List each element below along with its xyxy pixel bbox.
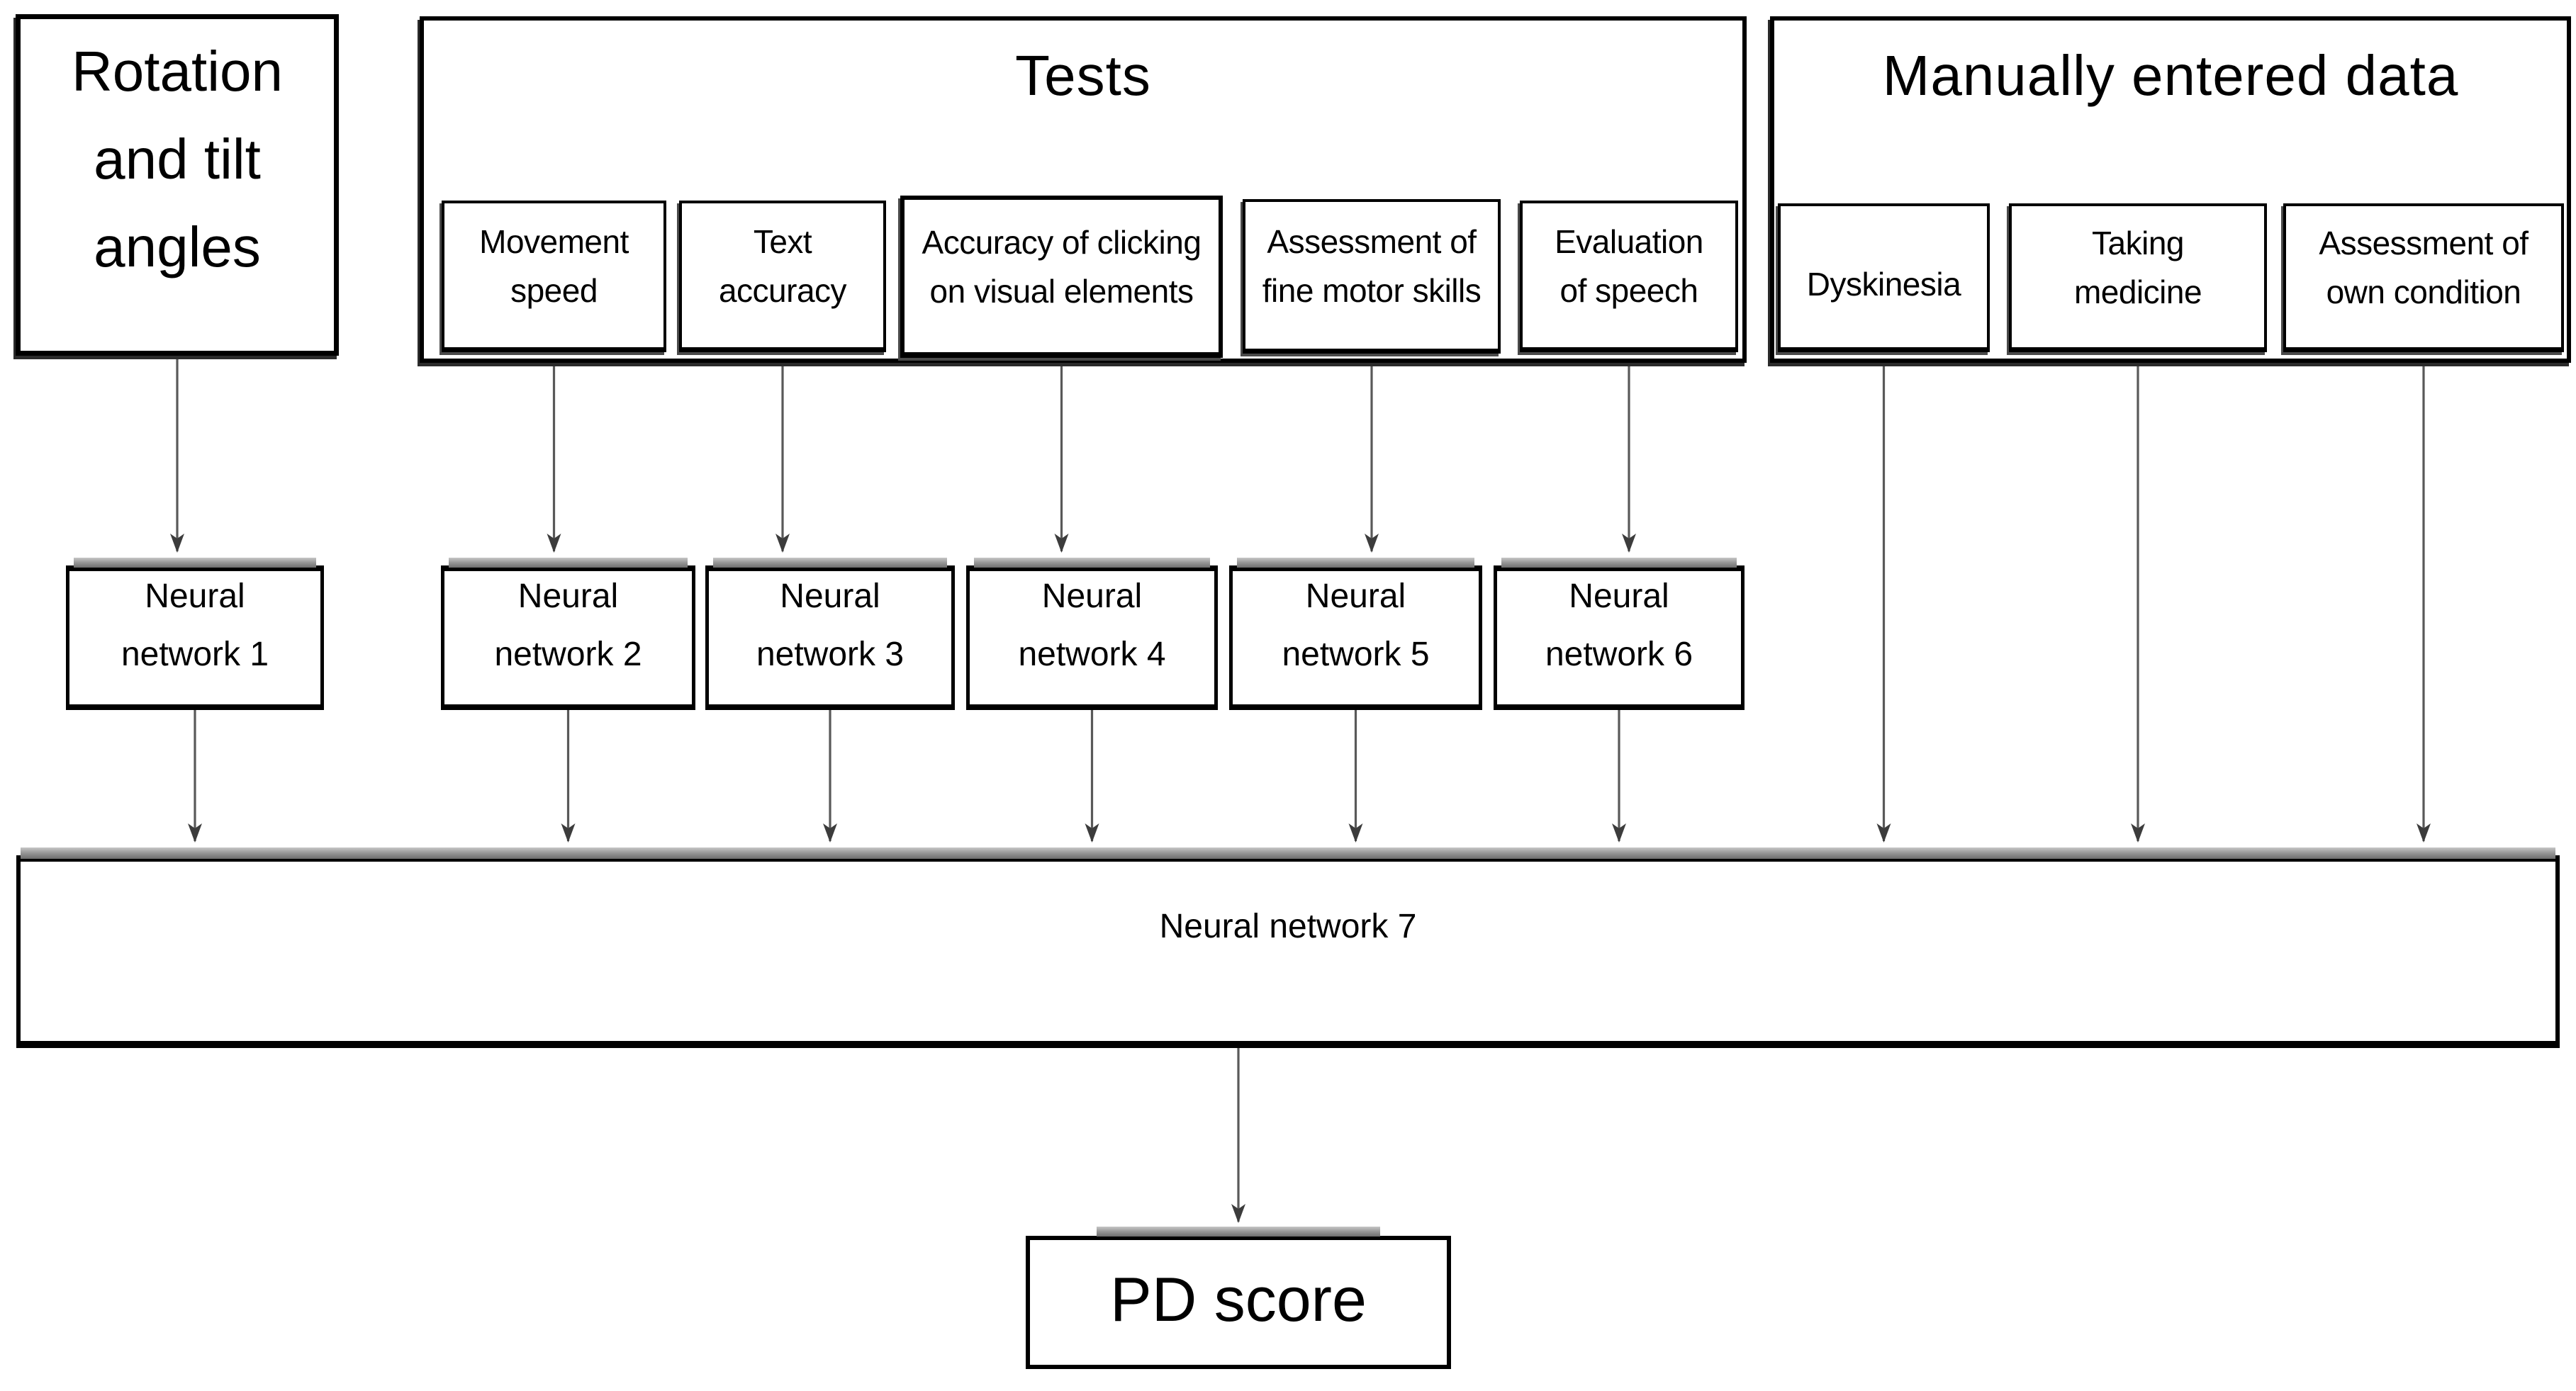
manually-entered-data-title: Manually entered data <box>1882 44 2459 107</box>
neural-network-4-box: Neural network 4 <box>966 558 1218 710</box>
test-box-movement-speed: Movement speed <box>442 201 666 352</box>
neural-network-7-box: Neural network 7 <box>16 847 2560 1048</box>
box-shadow-cap <box>713 558 947 568</box>
tests-title: Tests <box>1015 44 1151 107</box>
box-shadow-cap <box>1501 558 1737 568</box>
test-box-fine-motor-skills: Assessment of fine motor skills <box>1243 199 1501 354</box>
neural-network-6-box: Neural network 6 <box>1494 558 1745 710</box>
box-label: Neural network 2 <box>494 578 642 673</box>
box-label: Text accuracy <box>718 223 847 309</box>
test-box-speech-evaluation: Evaluation of speech <box>1520 201 1738 352</box>
manual-box-dyskinesia: Dyskinesia <box>1778 203 1990 352</box>
box-label: Assessment of own condition <box>2319 224 2529 310</box>
neural-network-3-box: Neural network 3 <box>705 558 955 710</box>
box-label: Neural network 5 <box>1282 578 1430 673</box>
box-label: Neural network 3 <box>756 578 905 673</box>
box-shadow-cap <box>1237 558 1474 568</box>
box-label: Movement speed <box>479 223 629 309</box>
box-label: Dyskinesia <box>1806 266 1961 303</box>
box-label: Neural network 4 <box>1018 578 1166 673</box>
manual-box-own-condition-assessment: Assessment of own condition <box>2283 203 2564 352</box>
manual-box-taking-medicine: Taking medicine <box>2009 203 2267 352</box>
box-label: Neural network 6 <box>1545 578 1693 673</box>
box-label: Assessment of fine motor skills <box>1262 223 1482 309</box>
input-box-rotation-tilt-angles: Rotation and tilt angles <box>16 14 339 356</box>
box-label: Neural network 7 <box>1159 908 1417 945</box>
test-box-text-accuracy: Text accuracy <box>679 201 886 352</box>
neural-network-2-box: Neural network 2 <box>441 558 695 710</box>
box-label: Rotation and tilt angles <box>72 40 283 278</box>
box-label: Taking medicine <box>2073 224 2202 310</box>
box-label: Neural network 1 <box>121 578 269 673</box>
box-shadow-cap <box>21 847 2555 859</box>
neural-network-5-box: Neural network 5 <box>1229 558 1482 710</box>
box-label: PD score <box>1110 1264 1367 1334</box>
box-shadow-cap <box>74 558 316 568</box>
pd-score-box: PD score <box>1026 1227 1451 1369</box>
box-shadow-cap <box>974 558 1210 568</box>
box-shadow-cap <box>1097 1227 1380 1237</box>
neural-network-1-box: Neural network 1 <box>66 558 324 710</box>
box-shadow-cap <box>449 558 688 568</box>
box-label: Evaluation of speech <box>1555 223 1703 309</box>
test-box-clicking-accuracy: Accuracy of clicking on visual elements <box>900 196 1223 358</box>
box-label: Accuracy of clicking on visual elements <box>922 223 1202 310</box>
